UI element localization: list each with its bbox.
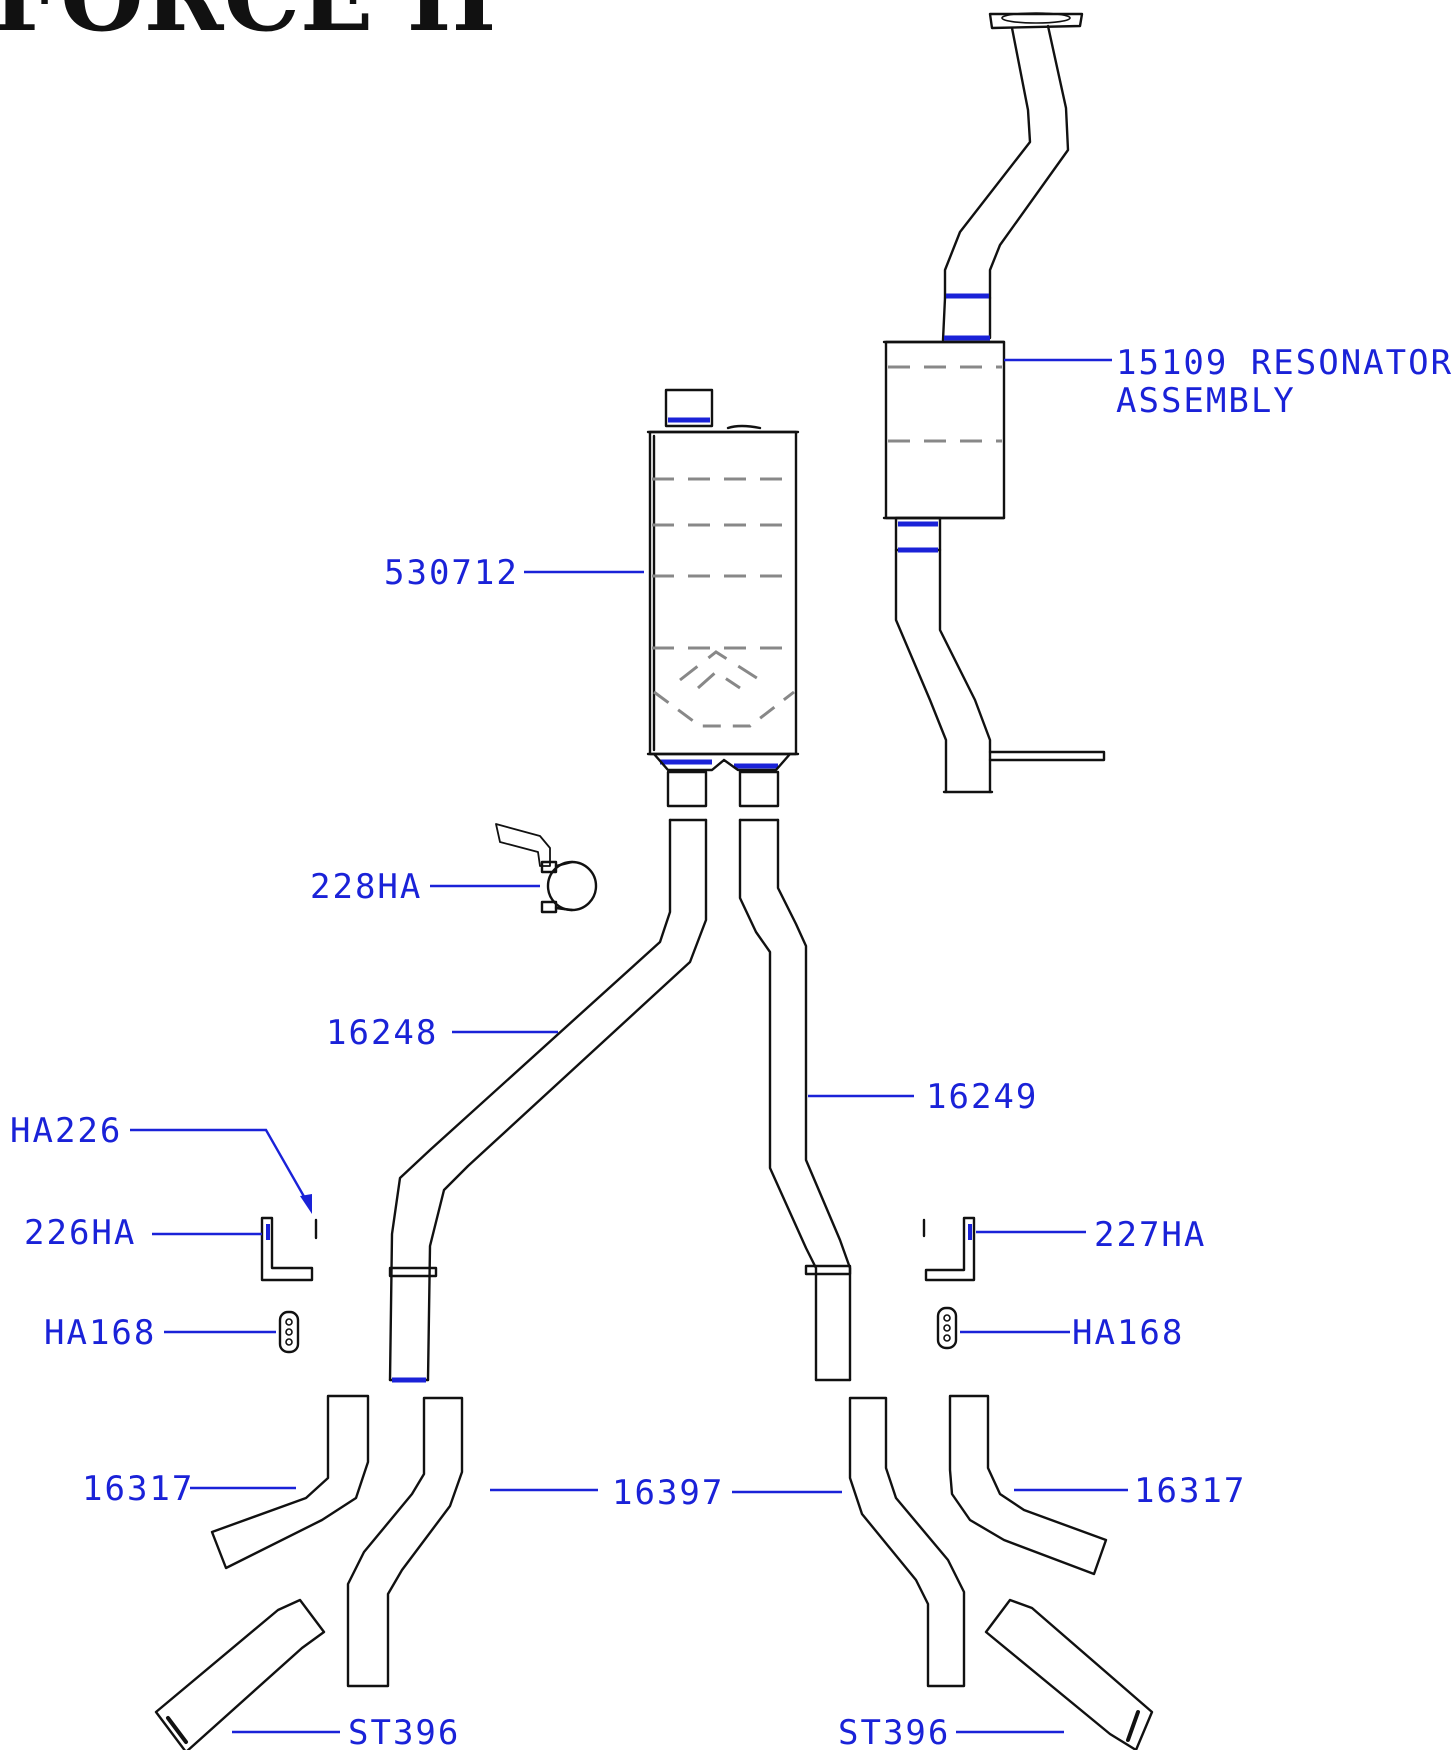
label-227ha: 227HA: [1094, 1215, 1206, 1255]
resonator-outlet-pipe: [894, 516, 1106, 794]
label-ha168-right: HA168: [1072, 1313, 1184, 1353]
label-226ha: 226HA: [24, 1213, 136, 1253]
label-16397: 16397: [612, 1473, 724, 1513]
label-st396-left: ST396: [348, 1713, 460, 1750]
leader-ha226: [130, 1128, 308, 1201]
resonator-body: [882, 296, 1006, 520]
label-resonator-assembly: ASSEMBLY: [1116, 381, 1296, 421]
label-pipe-16249: 16249: [926, 1077, 1038, 1117]
pipe-16248: [388, 818, 708, 1383]
tailpipe-16317-left: [210, 1394, 370, 1570]
label-ha168-left: HA168: [44, 1313, 156, 1353]
label-resonator: 15109 RESONATOR: [1116, 343, 1453, 383]
exhaust-tip-st396-right: [984, 1598, 1154, 1750]
isolator-ha168-right: [936, 1306, 958, 1350]
label-ha226: HA226: [10, 1111, 122, 1151]
brand-logo: FORCE II: [0, 0, 496, 53]
arrow-ha226: [300, 1194, 312, 1214]
label-muffler: 530712: [384, 553, 519, 593]
label-16317-left: 16317: [82, 1469, 194, 1509]
exhaust-tip-st396-left: [154, 1598, 326, 1750]
pipe-16249: [738, 818, 852, 1382]
label-clamp: 228HA: [310, 867, 422, 907]
clamp-228ha: [495, 823, 598, 914]
label-16317-right: 16317: [1134, 1471, 1246, 1511]
label-pipe-16248: 16248: [326, 1013, 438, 1053]
y-pipe-16397-right: [848, 1396, 966, 1688]
label-st396-right: ST396: [838, 1713, 950, 1750]
front-pipe: [943, 12, 1084, 300]
hanger-227ha: [922, 1216, 976, 1282]
hanger-226ha: [260, 1216, 314, 1282]
tailpipe-16317-right: [948, 1394, 1108, 1576]
y-pipe-16397-left: [346, 1396, 464, 1688]
isolator-ha168-left: [278, 1310, 300, 1354]
muffler-outlets: [652, 752, 792, 808]
muffler-body: [646, 388, 800, 756]
